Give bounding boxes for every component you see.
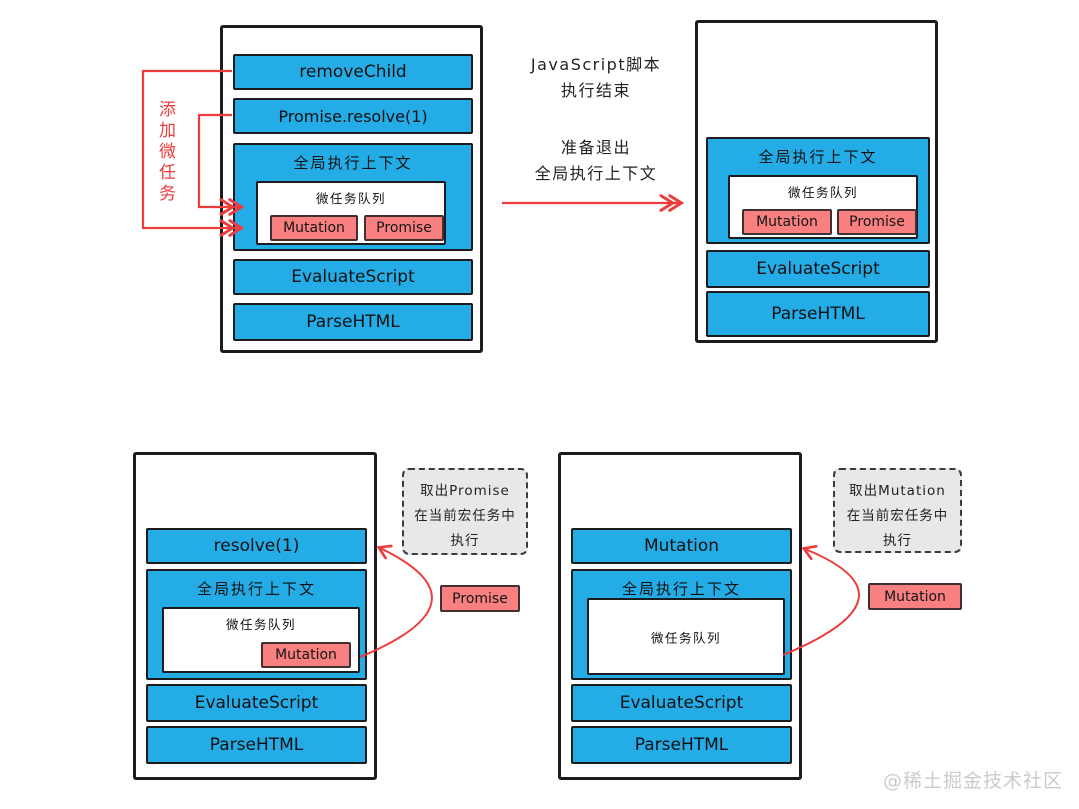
stack-frame-evaluatescript: EvaluateScript [571,684,792,722]
caption-line-3: 准备退出 [560,137,631,157]
microtask-mutation: Mutation [270,215,358,241]
microtask-promise: Promise [364,215,444,241]
global-context-label: 全局执行上下文 [621,580,741,598]
panel-top-left-call-stack: removeChild Promise.resolve(1) 全局执行上下文 微… [220,25,483,353]
microtask-queue-label: 微任务队列 [225,617,296,632]
microtask-queue: 微任务队列 Mutation Promise [256,181,446,245]
add-microtask-annotation: 添加微任务 [155,100,175,205]
panel-bottom-right-call-stack: Mutation 全局执行上下文 微任务队列 EvaluateScript Pa… [558,452,802,780]
stack-frame-parsehtml: ParseHTML [233,303,473,341]
watermark: @稀土掘金技术社区 [882,770,1063,792]
microtask-queue-label: 微任务队列 [315,191,386,206]
middle-caption: JavaScript脚本 执行结束 准备退出 全局执行上下文 [497,52,695,188]
global-execution-context: 全局执行上下文 微任务队列 Mutation Promise [706,137,930,244]
stack-frame-removechild: removeChild [233,54,473,90]
global-context-label: 全局执行上下文 [758,148,878,166]
caption-line-2: 执行结束 [560,81,631,101]
stack-frame-mutation: Mutation [571,528,792,564]
note-line-3: 执行 [450,532,480,549]
microtask-queue-empty: 微任务队列 [587,598,785,675]
note-line-2: 在当前宏任务中 [846,507,949,524]
task-chip-promise: Promise [440,585,520,612]
stack-frame-resolve: resolve(1) [146,528,367,564]
global-execution-context: 全局执行上下文 微任务队列 Mutation Promise [233,143,473,251]
panel-bottom-left-call-stack: resolve(1) 全局执行上下文 微任务队列 Mutation Evalua… [133,452,377,780]
global-context-label: 全局执行上下文 [293,154,413,172]
note-take-promise: 取出Promise 在当前宏任务中 执行 [402,468,528,555]
panel-top-right-call-stack: 全局执行上下文 微任务队列 Mutation Promise EvaluateS… [695,20,938,343]
stack-frame-promise-resolve: Promise.resolve(1) [233,98,473,134]
note-line-1: 取出Promise [420,483,510,499]
stack-frame-evaluatescript: EvaluateScript [233,259,473,295]
task-chip-mutation: Mutation [868,583,962,610]
note-line-3: 执行 [883,532,912,549]
global-context-label: 全局执行上下文 [196,580,316,598]
global-execution-context: 全局执行上下文 微任务队列 [571,569,792,680]
global-execution-context: 全局执行上下文 微任务队列 Mutation [146,569,367,680]
stack-frame-evaluatescript: EvaluateScript [146,684,367,722]
note-take-mutation: 取出Mutation 在当前宏任务中 执行 [833,468,962,553]
microtask-mutation: Mutation [742,209,832,235]
stack-frame-parsehtml: ParseHTML [571,726,792,764]
note-line-1: 取出Mutation [849,483,946,499]
stack-frame-parsehtml: ParseHTML [146,726,367,764]
note-line-2: 在当前宏任务中 [414,507,516,524]
stack-frame-parsehtml: ParseHTML [706,291,930,337]
stack-frame-evaluatescript: EvaluateScript [706,250,930,288]
microtask-mutation: Mutation [261,642,351,668]
caption-line-4: 全局执行上下文 [534,164,658,184]
microtask-queue: 微任务队列 Mutation [162,607,360,673]
microtask-queue-label: 微任务队列 [787,185,858,200]
caption-line-1: JavaScript脚本 [530,55,662,74]
microtask-queue-label: 微任务队列 [650,630,721,645]
microtask-promise: Promise [837,209,917,235]
microtask-queue: 微任务队列 Mutation Promise [728,175,918,239]
